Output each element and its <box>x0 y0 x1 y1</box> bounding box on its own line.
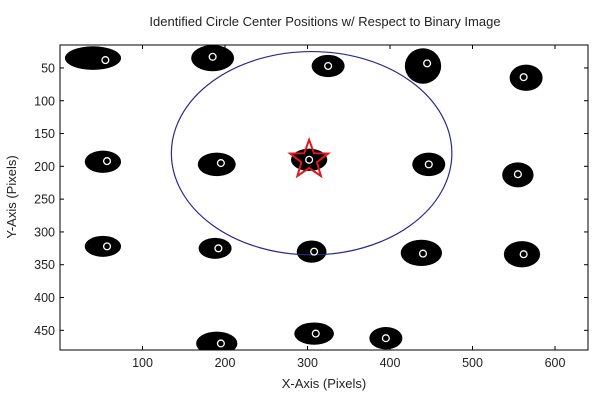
x-tick-label-100: 100 <box>132 356 153 370</box>
center-marker-13 <box>418 249 428 258</box>
x-tick-label-500: 500 <box>462 356 483 370</box>
y-tick-label-200: 200 <box>34 160 55 174</box>
blob-2 <box>311 54 345 78</box>
center-marker-8 <box>424 160 433 169</box>
center-marker-5 <box>102 157 112 166</box>
centers-layer <box>101 52 528 348</box>
blob-6 <box>197 152 236 177</box>
blob-8 <box>412 152 446 177</box>
selected-center-star <box>287 136 332 179</box>
fitted-circle <box>170 50 453 256</box>
star-layer <box>287 136 332 179</box>
y-axis-label: Y-Axis (Pixels) <box>4 155 19 238</box>
x-ticks: 100 200 300 400 500 600 <box>132 45 565 370</box>
plot-area <box>60 45 588 350</box>
y-tick-label-150: 150 <box>34 127 55 141</box>
y-tick-label-50: 50 <box>41 61 55 75</box>
blob-14 <box>503 241 541 268</box>
blob-4 <box>509 64 543 91</box>
y-tick-label-300: 300 <box>34 225 55 239</box>
blob-1 <box>191 45 235 72</box>
blob-17 <box>369 327 403 350</box>
center-marker-14 <box>519 250 528 259</box>
blob-16 <box>294 322 334 345</box>
blob-13 <box>400 239 442 267</box>
plot-frame <box>59 44 589 351</box>
blob-12 <box>296 240 327 263</box>
center-marker-3 <box>423 59 432 68</box>
center-marker-11 <box>214 244 223 253</box>
x-tick-label-600: 600 <box>545 356 566 370</box>
y-ticks: 50 100 150 200 250 300 350 400 450 <box>34 61 588 338</box>
center-marker-16 <box>311 329 320 338</box>
y-tick-label-400: 400 <box>34 291 55 305</box>
center-marker-4 <box>519 73 528 82</box>
x-tick-label-300: 300 <box>297 356 318 370</box>
blob-0 <box>64 46 122 70</box>
blob-9 <box>502 162 534 188</box>
fitted-circle-layer <box>170 50 453 256</box>
blob-5 <box>84 150 122 173</box>
y-tick-label-100: 100 <box>34 94 55 108</box>
center-marker-17 <box>381 334 390 343</box>
x-tick-label-200: 200 <box>215 356 236 370</box>
center-marker-12 <box>310 247 319 256</box>
x-tick-label-400: 400 <box>380 356 401 370</box>
center-marker-10 <box>102 242 112 251</box>
chart-title: Identified Circle Center Positions w/ Re… <box>149 14 500 29</box>
center-marker-0 <box>101 56 110 65</box>
y-tick-label-450: 450 <box>34 324 55 338</box>
center-marker-7 <box>305 155 314 164</box>
center-marker-15 <box>216 339 225 348</box>
center-marker-2 <box>324 61 333 71</box>
center-marker-1 <box>208 52 217 61</box>
center-marker-6 <box>216 159 225 168</box>
blob-3 <box>404 48 442 84</box>
y-tick-label-250: 250 <box>34 193 55 207</box>
center-marker-9 <box>513 170 522 179</box>
x-axis-label: X-Axis (Pixels) <box>282 376 367 391</box>
blob-15 <box>196 331 238 350</box>
y-tick-label-350: 350 <box>34 258 55 272</box>
blob-10 <box>84 235 122 257</box>
